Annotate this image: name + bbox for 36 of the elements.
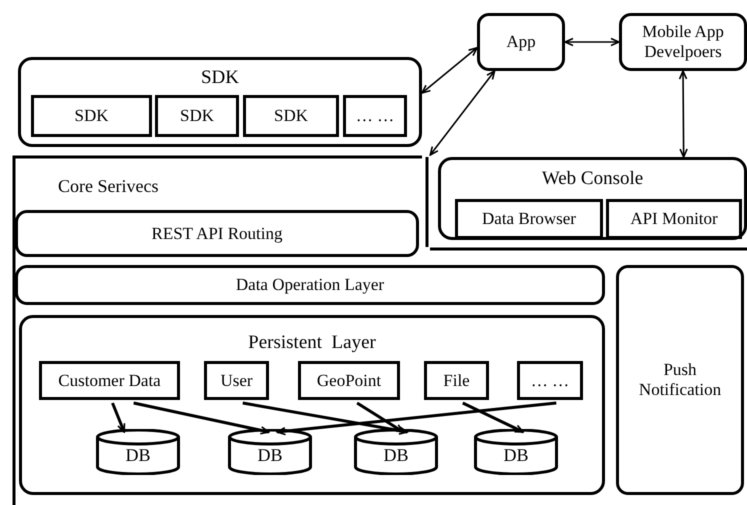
arrow <box>242 402 408 435</box>
module-box: Push Notification <box>616 265 744 495</box>
module-box: Mobile App Develpoers <box>619 13 747 71</box>
arrow <box>276 402 556 436</box>
panel-title: Persistent Layer <box>248 332 376 354</box>
module-box: … … <box>517 361 583 400</box>
module-box: Customer Data <box>39 361 180 400</box>
module-box: SDK <box>31 95 152 137</box>
arrow <box>429 70 496 156</box>
database-label: DB <box>125 445 150 466</box>
database-label: DB <box>257 445 282 466</box>
arrow <box>678 70 688 158</box>
module-box: App <box>477 13 565 71</box>
panel-title: Core Serivecs <box>58 176 158 196</box>
database-label: DB <box>383 445 408 466</box>
arrow <box>462 402 524 434</box>
arrow <box>133 402 270 435</box>
module-box: File <box>424 361 489 400</box>
module-box: SDK <box>155 95 239 137</box>
module-box: SDK <box>243 95 339 137</box>
module-box: Data Browser <box>455 199 603 239</box>
panel-title: SDK <box>200 67 239 89</box>
layer-panel <box>18 57 422 147</box>
arrow <box>564 38 620 46</box>
layer-panel <box>19 315 605 495</box>
arrow <box>421 47 478 94</box>
module-box: REST API Routing <box>15 210 419 257</box>
panel-title: Web Console <box>542 168 644 190</box>
arrow <box>356 402 404 434</box>
arrow <box>111 402 126 433</box>
module-box: … … <box>343 95 407 137</box>
module-box: GeoPoint <box>298 361 400 400</box>
module-box: User <box>204 361 269 400</box>
database-label: DB <box>503 445 528 466</box>
module-box: Data Operation Layer <box>15 265 605 305</box>
module-box: API Monitor <box>606 199 742 239</box>
